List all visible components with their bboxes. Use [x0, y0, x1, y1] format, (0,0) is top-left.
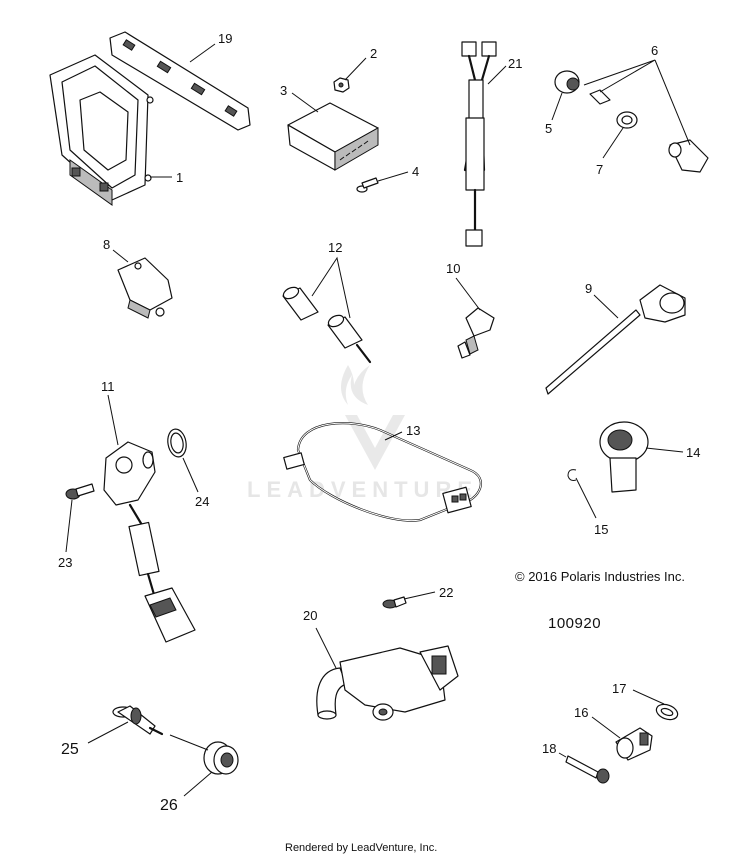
part-26-grommet[interactable]	[203, 741, 239, 775]
watermark-text: LEADVENTURE	[247, 477, 478, 502]
part-21-harness[interactable]	[461, 41, 497, 247]
leader-19	[189, 43, 216, 63]
callout-13[interactable]: 13	[406, 423, 420, 438]
leader-18	[558, 752, 567, 758]
callout-17[interactable]: 17	[612, 681, 626, 696]
callout-3[interactable]: 3	[280, 83, 287, 98]
part-6-tag[interactable]	[589, 89, 611, 105]
callout-23[interactable]: 23	[58, 555, 72, 570]
part-7-ring[interactable]	[616, 111, 638, 129]
leader-7	[602, 127, 624, 159]
part-22-screw[interactable]	[382, 596, 407, 609]
callout-5[interactable]: 5	[545, 121, 552, 136]
part-16-fitting[interactable]	[615, 727, 653, 761]
callout-15[interactable]: 15	[594, 522, 608, 537]
callout-22[interactable]: 22	[439, 585, 453, 600]
leader-15	[575, 477, 597, 519]
callout-24[interactable]: 24	[195, 494, 209, 509]
callout-6[interactable]: 6	[651, 43, 658, 58]
callout-4[interactable]: 4	[412, 164, 419, 179]
callout-8[interactable]: 8	[103, 237, 110, 252]
leader-3	[291, 92, 319, 113]
callout-19[interactable]: 19	[218, 31, 232, 46]
callout-7[interactable]: 7	[596, 162, 603, 177]
part-13-harness[interactable]	[283, 422, 482, 522]
leader-4	[377, 171, 409, 182]
leader-9	[593, 294, 619, 319]
leader-2	[344, 57, 367, 81]
part-6-sensor[interactable]	[668, 139, 709, 173]
leader-13	[384, 431, 403, 441]
leader-8	[112, 249, 129, 263]
part-5-grommet[interactable]	[554, 70, 580, 94]
leader-26-upper	[169, 734, 209, 751]
part-25-valve[interactable]	[112, 705, 164, 736]
leader-10	[455, 277, 481, 311]
part-17-o-ring[interactable]	[654, 702, 679, 723]
leader-17	[632, 689, 665, 705]
part-12-fuse-right[interactable]	[327, 313, 372, 364]
part-11-sensor[interactable]	[103, 441, 196, 643]
footer-text: Rendered by LeadVenture, Inc.	[285, 842, 437, 854]
leader-14	[645, 447, 684, 453]
part-4-bolt[interactable]	[356, 177, 379, 193]
part-2-nut[interactable]	[333, 77, 350, 93]
leader-24	[182, 457, 199, 493]
leader-12	[311, 256, 351, 319]
part-24-o-ring[interactable]	[166, 428, 189, 459]
part-12-fuse-left[interactable]	[282, 285, 319, 321]
callout-2[interactable]: 2	[370, 46, 377, 61]
part-3-module[interactable]	[287, 102, 379, 171]
callout-20[interactable]: 20	[303, 608, 317, 623]
part-8-map-sensor[interactable]	[117, 257, 173, 319]
leader-11	[107, 394, 119, 446]
leader-21	[487, 65, 507, 85]
leader-5	[551, 92, 563, 121]
leader-22	[403, 591, 436, 600]
leader-26	[183, 771, 213, 797]
callout-14[interactable]: 14	[686, 445, 700, 460]
callout-9[interactable]: 9	[585, 281, 592, 296]
callout-18[interactable]: 18	[542, 741, 556, 756]
part-1-ecu[interactable]	[49, 54, 154, 206]
leader-16	[591, 716, 621, 739]
part-20-valve-assembly[interactable]	[316, 645, 459, 721]
callout-26[interactable]: 26	[160, 797, 178, 814]
part-19-bracket[interactable]	[109, 31, 251, 131]
leader-23	[65, 499, 73, 553]
leader-25	[87, 721, 129, 744]
callout-1[interactable]: 1	[176, 170, 183, 185]
part-9-probe[interactable]	[545, 284, 686, 395]
leader-6	[583, 59, 691, 146]
callout-10[interactable]: 10	[446, 261, 460, 276]
copyright-text: © 2016 Polaris Industries Inc.	[515, 569, 685, 584]
part-10-temp-sensor[interactable]	[457, 307, 495, 359]
callout-25[interactable]: 25	[61, 741, 79, 758]
callout-12[interactable]: 12	[328, 240, 342, 255]
callout-16[interactable]: 16	[574, 705, 588, 720]
callout-11[interactable]: 11	[101, 379, 115, 394]
part-15-clip[interactable]	[567, 469, 577, 481]
part-23-bolt[interactable]	[65, 483, 95, 500]
part-14-knock-sensor[interactable]	[599, 421, 649, 493]
part-18-bolt[interactable]	[565, 755, 610, 784]
leader-20	[315, 627, 337, 669]
document-number: 100920	[548, 615, 601, 632]
leadventure-watermark: LEADVENTURE	[247, 365, 478, 502]
callout-21[interactable]: 21	[508, 56, 522, 71]
